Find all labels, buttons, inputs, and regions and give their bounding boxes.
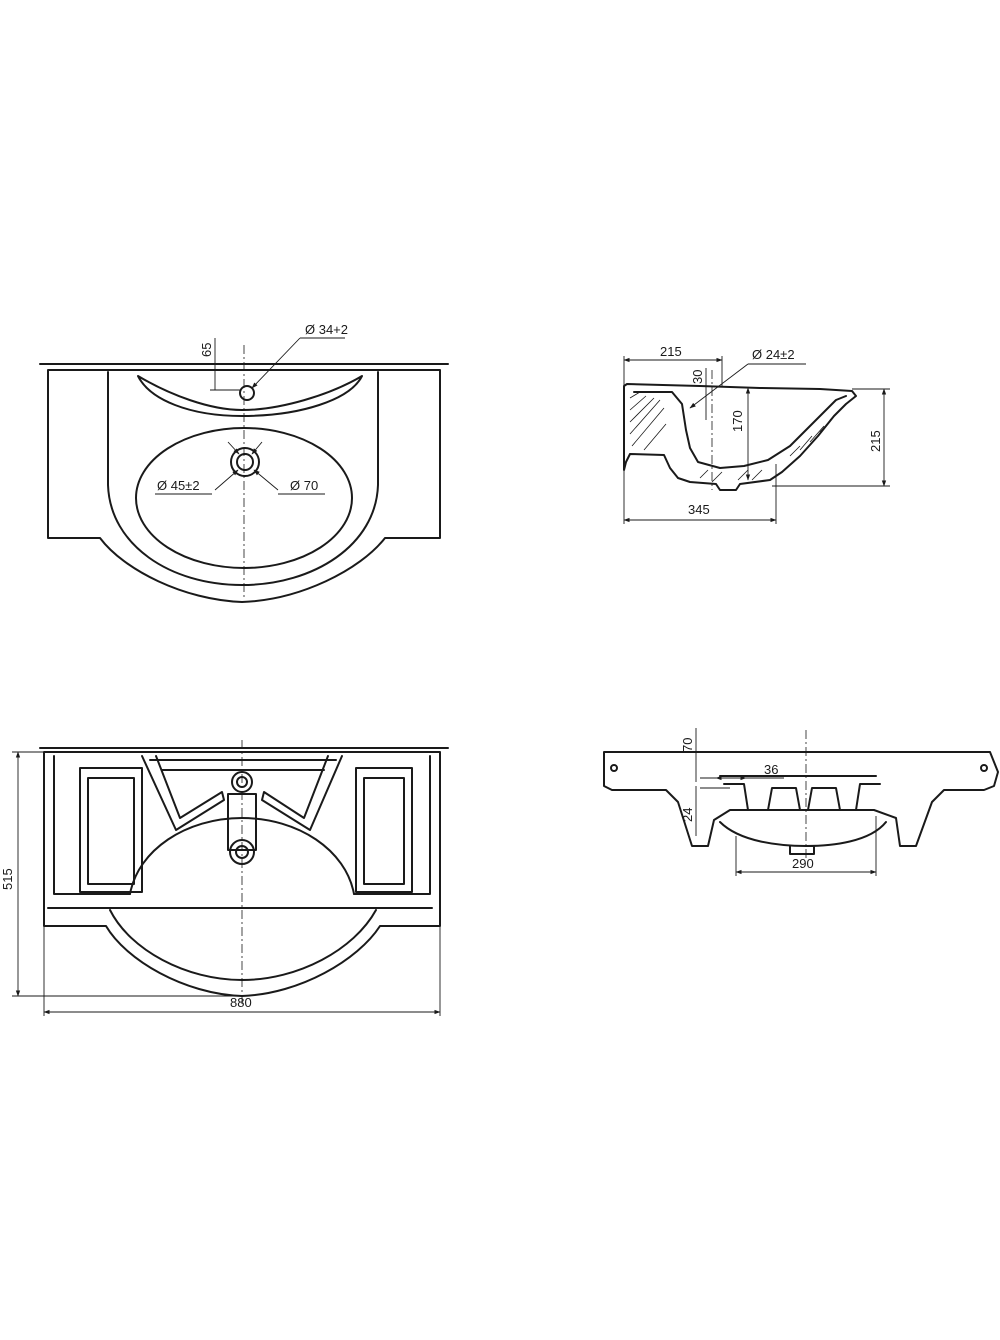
top-view-outline xyxy=(47,369,441,603)
overall-width-label: 880 xyxy=(230,995,252,1010)
tap-hole-diameter-label: Ø 34+2 xyxy=(305,322,348,337)
side-top-depth-label: 215 xyxy=(660,344,682,359)
rear-view-outlet xyxy=(789,845,815,855)
bottom-view-drain-post xyxy=(227,793,257,851)
rear-view-bowl xyxy=(719,821,887,847)
rear-view-fixing-left xyxy=(610,764,618,772)
top-view-tap-hole xyxy=(239,385,255,401)
bottom-view-right-panel xyxy=(355,767,413,893)
top-view-drain-outer xyxy=(230,447,260,477)
outlet-spacing-label: 290 xyxy=(792,856,814,871)
total-height-label: 215 xyxy=(868,430,883,452)
bottom-view-back-web xyxy=(149,759,337,771)
top-view-basin-outer xyxy=(107,371,379,586)
slot-width-label: 36 xyxy=(764,762,778,777)
overall-depth-side-label: 515 xyxy=(0,868,15,890)
side-section-view: 215 Ø 24±2 30 170 215 345 xyxy=(623,344,890,524)
bottom-view-frame xyxy=(53,755,431,895)
top-view: Ø 34+2 65 Ø 45±2 Ø 70 xyxy=(39,322,449,603)
drain-diameter-label: Ø 45±2 xyxy=(157,478,200,493)
side-section-profile xyxy=(623,383,857,491)
top-view-tap-deck xyxy=(137,375,363,417)
bottom-view-outline xyxy=(43,751,441,997)
bottom-view: 880 515 xyxy=(0,740,449,1016)
rear-view-profile xyxy=(603,751,999,847)
rear-view: 70 36 24 290 xyxy=(603,728,999,876)
bottom-view-left-rib xyxy=(141,755,225,831)
side-section-inner xyxy=(633,391,847,469)
drain-outer-diameter-label: Ø 70 xyxy=(290,478,318,493)
overall-depth-label: 345 xyxy=(688,502,710,517)
rim-height-label: 70 xyxy=(680,738,695,752)
overflow-offset-label: 30 xyxy=(690,370,705,384)
tap-hole-offset-label: 65 xyxy=(199,343,214,357)
rear-view-ribs xyxy=(723,783,881,811)
bottom-view-bowl xyxy=(129,817,355,895)
top-view-drain-inner xyxy=(236,453,254,471)
rear-view-fixing-right xyxy=(980,764,988,772)
bowl-depth-label: 170 xyxy=(730,410,745,432)
bottom-view-left-panel xyxy=(79,767,143,893)
overflow-diameter-label: Ø 24±2 xyxy=(752,347,795,362)
bottom-view-bowl-lower xyxy=(109,909,377,981)
slot-height-label: 24 xyxy=(680,808,695,822)
bottom-view-right-rib xyxy=(261,755,343,831)
